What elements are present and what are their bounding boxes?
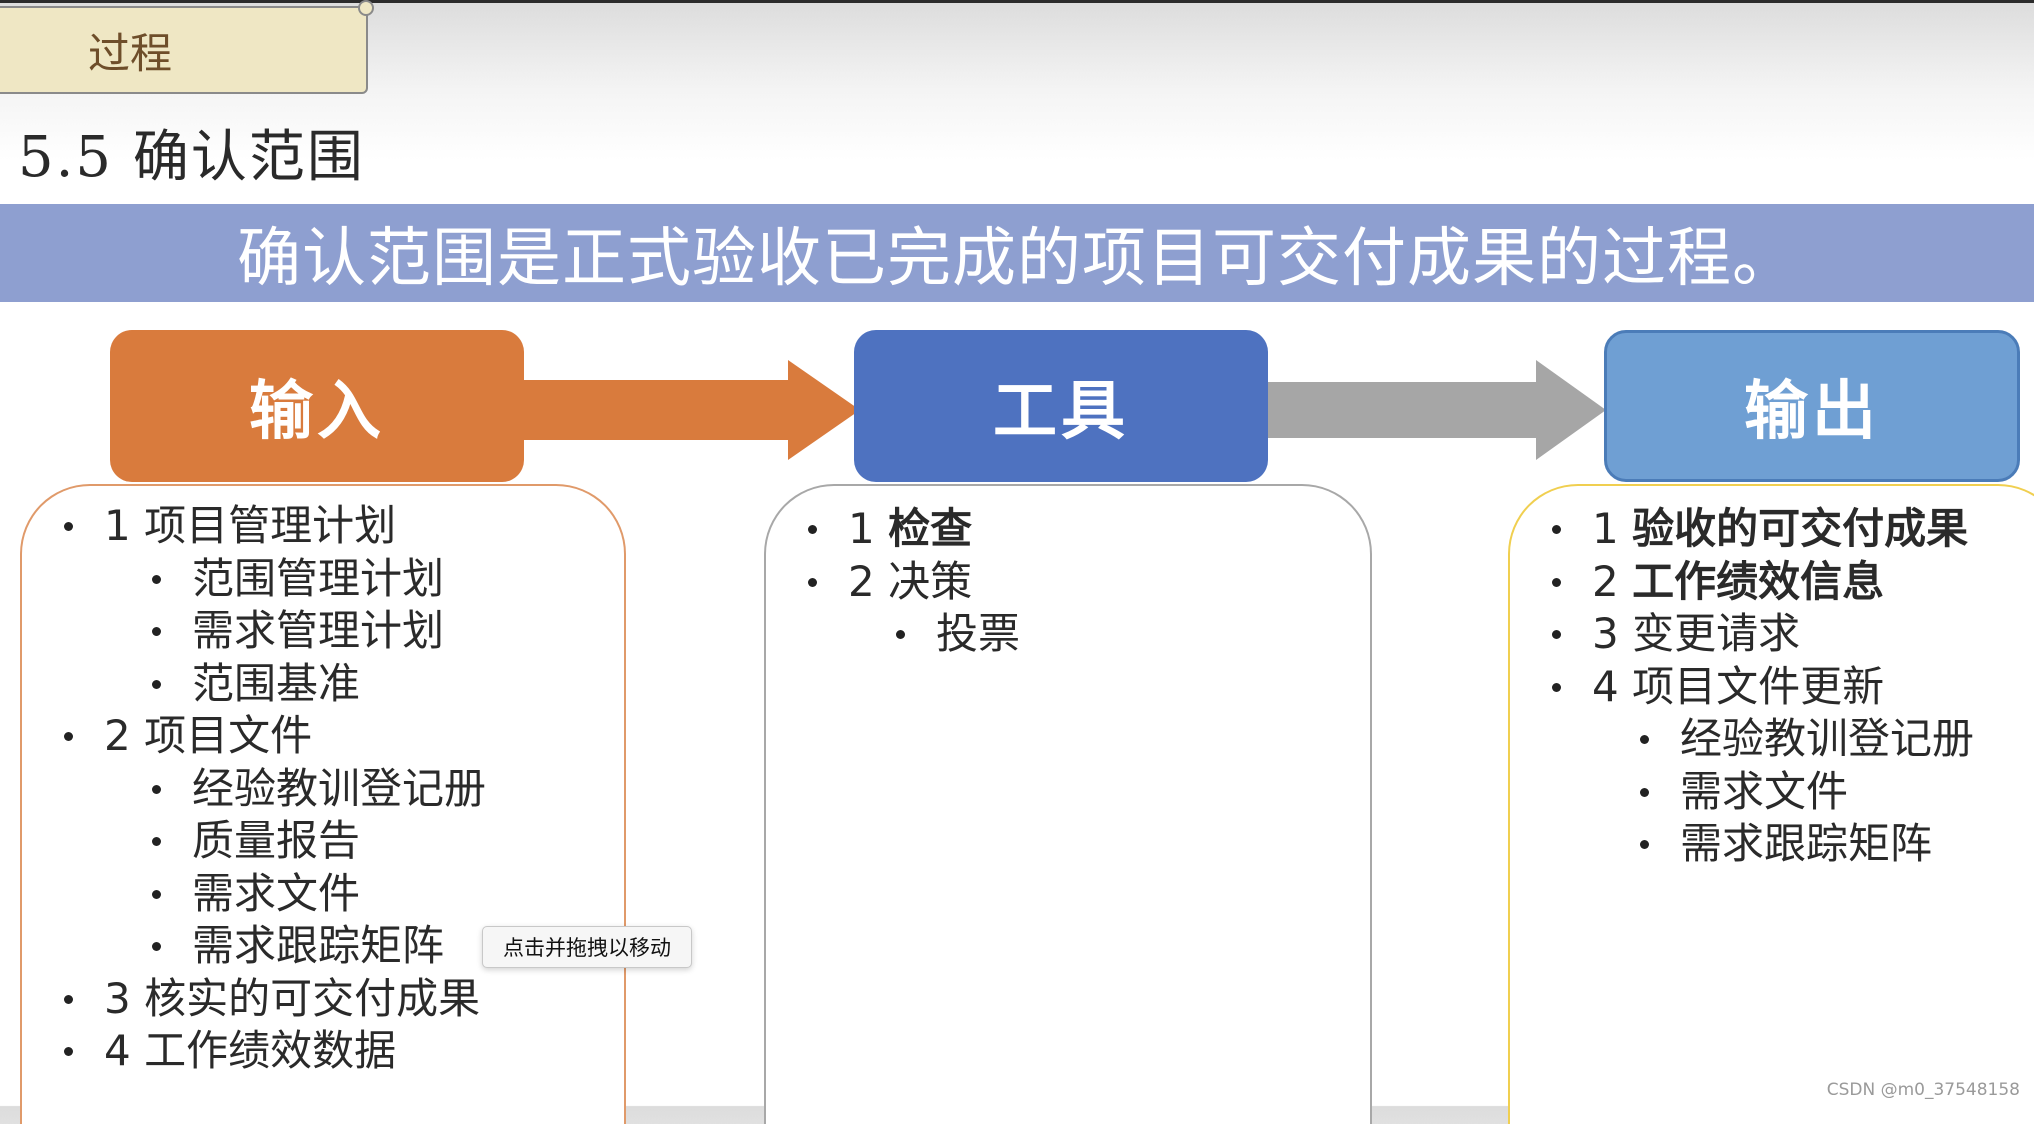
process-tab-label: 过程	[88, 28, 173, 78]
item-number: 2	[1592, 556, 1619, 606]
arrow-input-to-tools-icon	[520, 360, 860, 460]
output-panel	[1508, 484, 2034, 1124]
watermark: CSDN @m0_37548158	[1826, 1080, 2020, 1100]
list-item: 需求文件	[20, 868, 486, 921]
input-list: 1 项目管理计划 范围管理计划 需求管理计划 范围基准 2 项目文件 经验教训登…	[20, 500, 486, 1078]
item-number: 1	[848, 504, 875, 553]
list-item: 需求跟踪矩阵	[1508, 818, 1974, 871]
list-item: 3 变更请求	[1508, 608, 1974, 661]
definition-text: 确认范围是正式验收已完成的项目可交付成果的过程。	[237, 222, 1797, 296]
list-item: 1 验收的可交付成果	[1508, 503, 1974, 556]
list-item: 1 检查	[764, 503, 1020, 556]
input-panel	[20, 484, 626, 1124]
output-header[interactable]: 输出	[1604, 330, 2020, 482]
list-item: 经验教训登记册	[20, 763, 486, 816]
list-item: 质量报告	[20, 815, 486, 868]
list-item: 范围管理计划	[20, 553, 486, 606]
input-header[interactable]: 输入	[110, 330, 524, 482]
item-text: 决策	[888, 556, 973, 606]
list-item: 2 工作绩效信息	[1508, 556, 1974, 609]
tools-header[interactable]: 工具	[854, 330, 1268, 482]
list-item: 经验教训登记册	[1508, 713, 1974, 766]
item-text: 验收的可交付成果	[1632, 504, 1969, 553]
section-title: 5.5 确认范围	[18, 125, 365, 190]
list-item: 2 项目文件	[20, 710, 486, 763]
list-item: 4 工作绩效数据	[20, 1025, 486, 1078]
list-item: 需求管理计划	[20, 605, 486, 658]
process-tab[interactable]: 过程	[0, 0, 374, 94]
tab-handle-icon	[358, 0, 374, 16]
list-item: 4 项目文件更新	[1508, 661, 1974, 714]
item-text: 检查	[888, 504, 973, 553]
definition-banner: 确认范围是正式验收已完成的项目可交付成果的过程。	[0, 204, 2034, 302]
drag-to-move-tooltip[interactable]: 点击并拖拽以移动	[482, 926, 692, 968]
output-list: 1 验收的可交付成果 2 工作绩效信息 3 变更请求 4 项目文件更新 经验教训…	[1508, 503, 1974, 871]
arrow-tools-to-output-icon	[1266, 360, 1606, 460]
list-item: 1 项目管理计划	[20, 500, 486, 553]
list-item: 投票	[764, 608, 1020, 661]
list-item: 需求跟踪矩阵	[20, 920, 486, 973]
list-item: 需求文件	[1508, 766, 1974, 819]
item-text: 工作绩效信息	[1632, 556, 1885, 606]
item-number: 1	[1592, 504, 1619, 553]
list-item: 范围基准	[20, 658, 486, 711]
tools-list: 1 检查 2 决策 投票	[764, 503, 1020, 661]
item-number: 2	[848, 556, 875, 606]
list-item: 2 决策	[764, 556, 1020, 609]
tools-panel	[764, 484, 1372, 1124]
list-item: 3 核实的可交付成果	[20, 973, 486, 1026]
top-border-line	[0, 0, 2034, 3]
